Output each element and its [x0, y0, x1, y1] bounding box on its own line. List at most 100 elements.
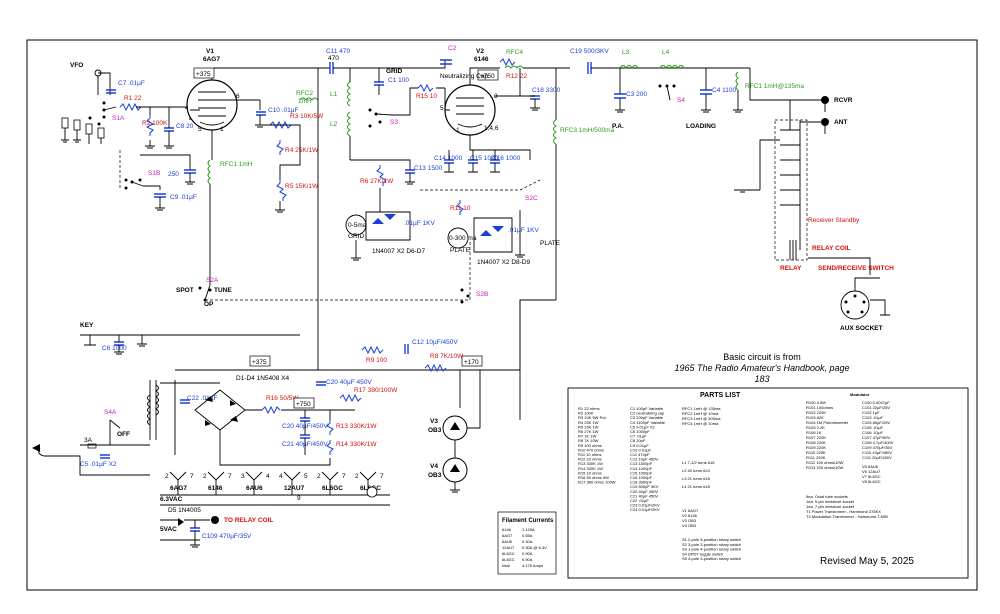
modulator-list-item: R100 4.0M [806, 400, 826, 405]
c250-label: 250 [168, 171, 179, 178]
svg-text:4: 4 [185, 105, 189, 112]
inductor-list-item: L4 21 turns #18 [682, 484, 711, 489]
filament-amps-cell: 0.90A [522, 551, 533, 556]
capacitor-list-item: C23 0.01µF/2KV [630, 503, 660, 508]
modulator-list-item: C105 .01µF [862, 425, 884, 430]
modulator-list-item: C107 47µF/50V [862, 435, 890, 440]
capacitor-list-item: C19 500pF 3KV [630, 484, 659, 489]
resistor-list-item: R9 100 ohms [578, 443, 602, 448]
resistor-list-item: R7 1K 1W [578, 434, 596, 439]
choke-list-item: RFC4 1mH @ 10ma [682, 421, 719, 426]
choke-list-item: RFC1 1mH @ 135ma [682, 406, 721, 411]
capacitor-list-item: C18 3300pF [630, 480, 653, 485]
v4-id: V4 [430, 463, 438, 470]
parts-list-title: PARTS LIST [700, 392, 741, 399]
switch-list-item: S2 3-pole 3-position rotary switch [682, 542, 741, 547]
s1b-label: S1B [148, 170, 160, 177]
fuse-label: 3A [84, 437, 93, 444]
b170-label: +170 [464, 359, 479, 366]
resistor-list-item: R2 100K [578, 411, 594, 416]
op-label: OP [204, 301, 214, 308]
s1a-switch [88, 101, 117, 126]
c14-label: C14 1000 [434, 155, 463, 162]
switch-list-item: S1 2-pole 5-position rotary switch [682, 537, 741, 542]
v2-tube: V2 6146 531,4,61 +750 [440, 48, 499, 136]
filament-amps-cell: 0.90A [522, 557, 533, 562]
modulator-list-item: C101 22µF/25V [862, 405, 890, 410]
svg-text:2: 2 [355, 473, 359, 480]
choke-list-item: RFC2 1mH @ 10ma [682, 411, 719, 416]
c3-label: C3 200 [626, 91, 647, 98]
c11-label: C11 470 [326, 48, 350, 55]
c8-label: C8 20 [176, 123, 194, 130]
vfo-input-section: VFO C7 .01µF R1 22 S1A R2 100K C8 20 S1B [61, 62, 197, 211]
capacitor-list-item: C20 40µF 450V [630, 489, 658, 494]
r16-label: R16 50/5W [266, 395, 299, 402]
modulator-list-item: R107 220K [806, 435, 826, 440]
heater-6146-label: 6146 [208, 485, 223, 492]
v1-type: 6AG7 [203, 56, 220, 63]
capacitor-list-item: C21 40µF 450V [630, 493, 658, 498]
svg-text:5: 5 [304, 473, 308, 480]
s4a-label: S4A [104, 409, 117, 416]
svg-text:2: 2 [165, 473, 169, 480]
r6-label: R6 27K/1W [360, 178, 394, 185]
off-label: OFF [117, 431, 130, 438]
resistor-list-item: R15 10 ohms [578, 470, 602, 475]
resistor-list-item: R11 10 ohms [578, 452, 602, 457]
filament-amps-cell: 0.30A [522, 539, 533, 544]
rfc4-label: RFC4 [506, 49, 523, 56]
heater-12au7-label: 12AU7 [284, 485, 305, 492]
v3-v4-regulators: V3 OB3 V4 OB3 [428, 300, 521, 493]
pa-label: P.A. [612, 123, 624, 130]
modulator-title: Modulator [850, 392, 870, 397]
svg-text:GRID: GRID [348, 233, 365, 240]
resistor-list-item: R14 330K 1W [578, 466, 603, 471]
s2c-label: S2C [525, 195, 538, 202]
svg-text:7: 7 [228, 473, 232, 480]
s3-switch [368, 108, 393, 128]
svg-text:4: 4 [266, 473, 270, 480]
svg-text:3: 3 [241, 473, 245, 480]
b750b-label: +750 [296, 401, 311, 408]
c16-label: C16 1000 [492, 155, 521, 162]
revised-date: Revised May 5, 2025 [820, 556, 914, 567]
l3-label: L3 [622, 49, 630, 56]
l4-label: L4 [662, 49, 670, 56]
c9-label: C9 .01µF [170, 194, 197, 201]
d6-d7-label: 1N4007 X2 D6-D7 [372, 248, 425, 255]
capacitor-list-item: C8 20pF [630, 438, 646, 443]
inductor-list-item: L1 7-1/2 turns #16 [682, 460, 715, 465]
modulator-list-item: C100 0.0047µF [862, 400, 890, 405]
c18-label: C18 3300 [532, 87, 561, 94]
c12-label: C12 10µF/450V [412, 339, 458, 346]
crystal-bank [61, 117, 105, 144]
b375b-label: +375 [252, 359, 267, 366]
resistor-list-item: R4 25K 1W [578, 420, 599, 425]
c19-label: C19 500/3KV [570, 48, 609, 55]
heater-6au6-label: 6AU6 [246, 485, 263, 492]
svg-text:2: 2 [203, 473, 207, 480]
socket-list-item: 1ea. 7-pin miniature socket [806, 504, 855, 509]
switch-list-item: S4 DPDT toggle switch [682, 551, 723, 556]
c24-label: .01µF 1KV [508, 227, 540, 234]
r4-label: R4 25K/1W [285, 147, 319, 154]
modulator-list-item: C110 10µF/450V [862, 450, 892, 455]
c23-label: .01µF 1KV [404, 220, 436, 227]
c109-label: C109 470µF/35V [202, 533, 252, 540]
tube-list-item: V3 OB3 [682, 518, 697, 523]
svg-text:1: 1 [456, 127, 460, 134]
c5-label: C5 .01µF X2 [80, 461, 117, 468]
v1-id: V1 [206, 48, 214, 55]
send-receive-label: SEND/RECEIVE SWITCH [818, 265, 894, 272]
capacitor-list-item: C13 1500pF [630, 461, 653, 466]
c13-label: C13 1500 [414, 165, 443, 172]
modulator-list-item: C108 4.7µF/400V [862, 440, 894, 445]
socket-list-item: 9ea. Octal tube sockets [806, 494, 848, 499]
filament-tube-cell: 6AG7 [502, 533, 513, 538]
resistor-list-item: R1 22 ohms [578, 406, 600, 411]
rcvr-label: RCVR [834, 97, 853, 104]
r12-label: R12 22 [506, 73, 527, 80]
filament-tube-cell: 12AU7 [502, 545, 515, 550]
s4-label: S4 [677, 97, 685, 104]
